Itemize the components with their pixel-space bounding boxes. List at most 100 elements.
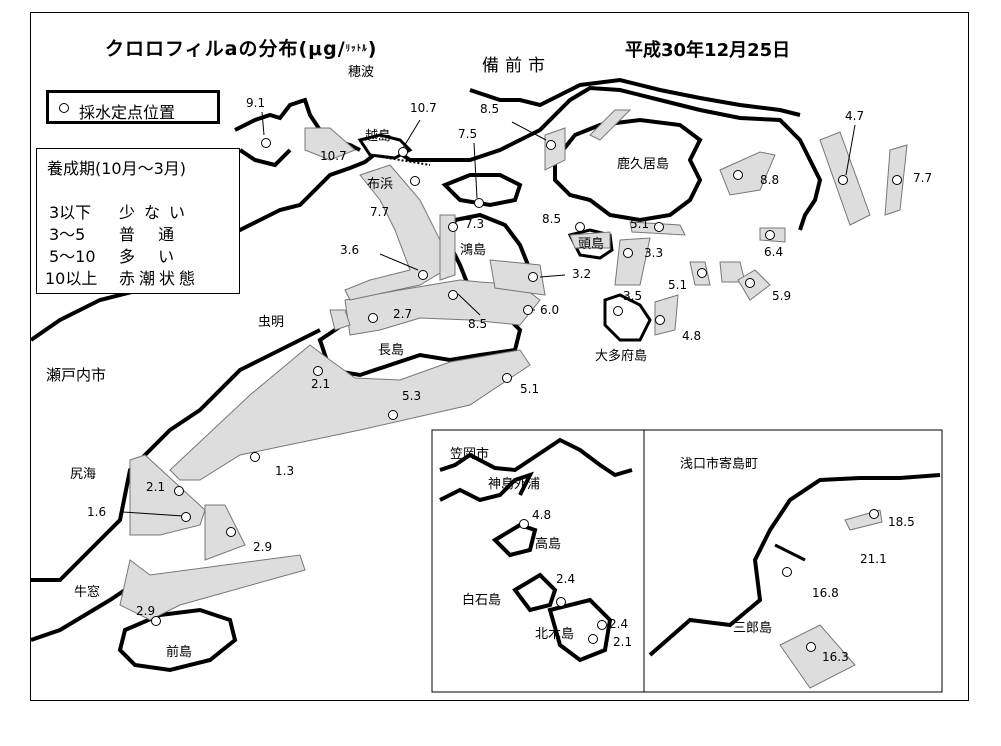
- zone-ne-b: [589, 109, 632, 141]
- station-marker: [588, 634, 598, 644]
- station-marker: [410, 176, 420, 186]
- station-marker: [528, 272, 538, 282]
- legend-label: 採水定点位置: [79, 103, 176, 122]
- station-marker: [806, 642, 816, 652]
- station-value: 2.1: [311, 377, 331, 391]
- inset-city-kasaoka: 笠岡市: [450, 447, 490, 462]
- station-marker: [151, 616, 161, 626]
- place-shiriumi: 尻海: [70, 467, 97, 482]
- station-value: 3.6: [340, 243, 360, 257]
- title-main: クロロフィルaの分布: [105, 38, 299, 60]
- inset-saburo: 三郎島: [733, 621, 773, 636]
- zone-ushimado: [204, 504, 246, 561]
- station-marker: [765, 230, 775, 240]
- kamishima-coast: [439, 471, 534, 503]
- zone-kojima-west: [344, 164, 446, 301]
- place-kashira: 頭島: [578, 237, 605, 252]
- arrow-4-7: [845, 124, 856, 176]
- zone-nagashima-north: [344, 279, 541, 336]
- arrow-3-6: [379, 253, 419, 271]
- station-marker: [313, 366, 323, 376]
- kitagi-isl: [547, 597, 613, 663]
- station-marker: [448, 290, 458, 300]
- place-mushiage: 虫明: [258, 315, 285, 330]
- setouchi-coast: [31, 328, 321, 582]
- place-nagashima: 長島: [378, 343, 405, 358]
- zone-e7: [654, 294, 679, 336]
- inset-shiraishi: 白石島: [462, 593, 502, 608]
- station-marker: [368, 313, 378, 323]
- station-marker: [697, 268, 707, 278]
- station-marker: [546, 140, 556, 150]
- place-bizen: 備前市: [482, 56, 551, 76]
- station-marker: [613, 306, 623, 316]
- arrow-8-5: [511, 121, 547, 141]
- place-koshijima: 越島: [365, 129, 392, 144]
- station-value: 8.5: [468, 317, 488, 331]
- station-marker: [745, 278, 755, 288]
- station-marker: [519, 519, 529, 529]
- station-value: 9.1: [246, 96, 266, 110]
- station-value: 7.7: [913, 171, 933, 185]
- station-value: 5.1: [668, 278, 688, 292]
- shiraishi-isl: [512, 572, 558, 613]
- station-value: 3.5: [623, 289, 643, 303]
- place-ushimado: 牛窓: [74, 585, 101, 600]
- title-unit-small: ﾘｯﾄﾙ: [345, 44, 368, 54]
- scale-title: 養成期(10月～3月): [47, 159, 187, 178]
- inset-left-frame: [431, 429, 645, 693]
- zone-ne-a: [544, 127, 566, 171]
- station-marker: [575, 222, 585, 232]
- station-value: 8.5: [542, 212, 562, 226]
- station-value: 2.9: [253, 540, 273, 554]
- station-marker: [782, 567, 792, 577]
- takashima-isl: [491, 522, 538, 558]
- inset-town-yorishima: 浅口市寄島町: [680, 457, 759, 472]
- station-marker: [654, 222, 664, 232]
- mainland-coast-north: [469, 77, 801, 117]
- station-marker: [892, 175, 902, 185]
- station-marker: [174, 486, 184, 496]
- station-value: 2.4: [609, 617, 629, 631]
- scale-row: 3以下少ない: [49, 203, 195, 222]
- place-nunohama: 布浜: [367, 177, 394, 192]
- station-marker: [250, 452, 260, 462]
- west-coast-b: [238, 148, 292, 168]
- station-value: 10.7: [410, 101, 437, 115]
- station-marker: [655, 315, 665, 325]
- arrow-1-6: [122, 511, 184, 517]
- station-value: 4.8: [682, 329, 702, 343]
- station-value: 7.3: [465, 217, 485, 231]
- station-marker: [869, 509, 879, 519]
- place-kojima: 鴻島: [460, 243, 487, 258]
- map-title: クロロフィルaの分布(μg/ﾘｯﾄﾙ): [105, 34, 377, 61]
- station-marker: [523, 305, 533, 315]
- arrow-9-1: [261, 111, 265, 136]
- station-value: 8.5: [480, 102, 500, 116]
- legend-box: 採水定点位置: [46, 90, 220, 124]
- station-marker: [556, 597, 566, 607]
- inset-takashima: 高島: [535, 537, 562, 552]
- upper-island: [441, 173, 523, 208]
- station-marker: [181, 512, 191, 522]
- station-value: 16.8: [812, 586, 839, 600]
- station-value: 2.1: [146, 480, 166, 494]
- scale-row: 10以上赤潮状態: [45, 269, 200, 288]
- station-marker: [597, 620, 607, 630]
- station-value: 2.1: [613, 635, 633, 649]
- map-date: 平成30年12月25日: [625, 40, 791, 61]
- zone-inset-2: [779, 624, 856, 689]
- inset-kitagi: 北木島: [535, 627, 575, 642]
- station-value: 2.9: [136, 604, 156, 618]
- arrow-7-5: [473, 142, 478, 199]
- station-value: 2.7: [393, 307, 413, 321]
- zone-kojima-east: [489, 259, 546, 296]
- zone-e8: [569, 231, 611, 249]
- station-value: 4.7: [845, 109, 865, 123]
- arrow-8-5b: [457, 293, 481, 316]
- station-marker: [448, 222, 458, 232]
- station-value: 6.0: [540, 303, 560, 317]
- station-value: 5.1: [520, 382, 540, 396]
